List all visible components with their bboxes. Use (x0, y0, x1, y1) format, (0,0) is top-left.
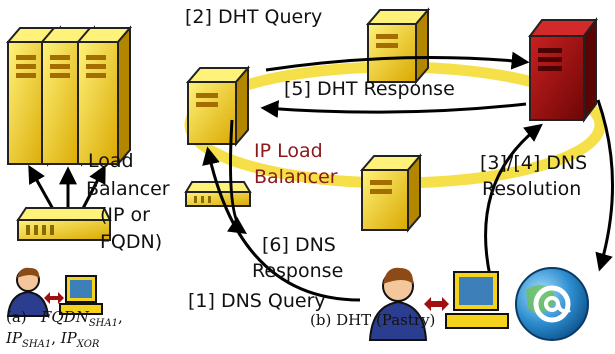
monitor-icon (445, 271, 509, 329)
user-icon (368, 267, 428, 341)
dns-resolution-label-1: [3]/[4] DNS (480, 152, 588, 174)
dht-query-arrow (265, 51, 530, 72)
caption-a-sub-1: SHA1 (88, 318, 118, 329)
double-arrow-icon (44, 292, 64, 304)
ip-load-balancer-label-2: Balancer (254, 166, 338, 188)
dns-query-arrow (202, 146, 361, 302)
dns-resolution-arrow-down (595, 99, 614, 272)
router-icon (16, 207, 112, 241)
dht-query-label: [2] DHT Query (185, 6, 323, 28)
dht-response-label: [5] DHT Response (284, 78, 455, 100)
caption-a-math-2: IP (6, 328, 23, 347)
load-balancer-label-1: Load (88, 150, 134, 172)
dns-query-label: [1] DNS Query (188, 290, 326, 312)
double-arrow-icon (424, 297, 449, 311)
load-balancer-label-3: (IP or (100, 204, 150, 226)
dns-response-label-1: [6] DNS (262, 234, 336, 256)
dns-response-label-2: Response (252, 260, 344, 282)
user-icon (6, 267, 50, 317)
load-balancer-label-2: Balancer (86, 178, 170, 200)
caption-a-sub-2: SHA1 (22, 338, 52, 350)
dns-response-arrow (227, 119, 247, 235)
caption-b: (b) DHT (Pastry) (310, 311, 436, 329)
server-rack-icon (528, 17, 598, 123)
globe-at-icon (515, 267, 589, 341)
server-rack-icon (185, 65, 251, 147)
server-rack-icon (359, 153, 423, 233)
caption-a-math-3: IP (60, 328, 77, 347)
dns-resolution-arrow-up (484, 123, 543, 277)
dns-resolution-label-2: Resolution (482, 178, 582, 200)
dht-response-arrow (260, 100, 527, 119)
caption-a-math-1: FQDN (40, 308, 89, 326)
monitor-icon (59, 275, 103, 315)
caption-a-sub-3: XOR (76, 338, 100, 350)
server-rack-icon (75, 25, 133, 167)
server-rack-icon (365, 7, 431, 85)
caption-a: (a) FQDNSHA1, IPSHA1, IPXOR (6, 308, 123, 350)
load-balancer-label-4: FQDN) (100, 231, 163, 253)
ip-load-balancer-label-1: IP Load (254, 140, 323, 162)
caption-a-prefix: (a) (6, 308, 27, 326)
